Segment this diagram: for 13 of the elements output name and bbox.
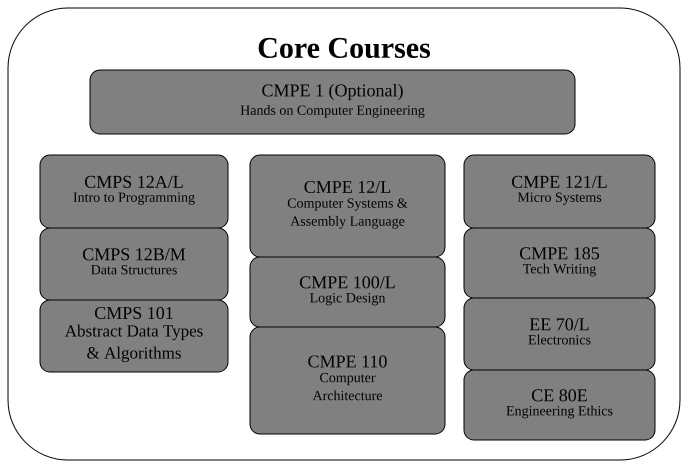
course-box: CE 80E Engineering Ethics: [464, 370, 656, 440]
course-box: CMPE 121/L Micro Systems: [464, 154, 656, 228]
course-box: CMPS 101 Abstract Data Types & Algorithms: [40, 300, 228, 372]
course-box: CMPS 12A/L Intro to Programming: [40, 154, 228, 228]
course-box: CMPS 12B/M Data Structures: [40, 228, 228, 300]
title: Core Courses: [258, 38, 430, 58]
course-box: EE 70/L Electronics: [464, 298, 656, 370]
course-box: CMPE 12/L Computer Systems & Assembly Language: [250, 154, 446, 258]
course-box: CMPE 110 Computer Architecture: [250, 326, 446, 434]
course-box: CMPE 185 Tech Writing: [464, 228, 656, 298]
course-box: CMPE 100/L Logic Design: [250, 256, 446, 328]
course-box: CMPE 1 (Optional) Hands on Computer Engineering: [90, 70, 576, 134]
frame: [8, 8, 680, 460]
